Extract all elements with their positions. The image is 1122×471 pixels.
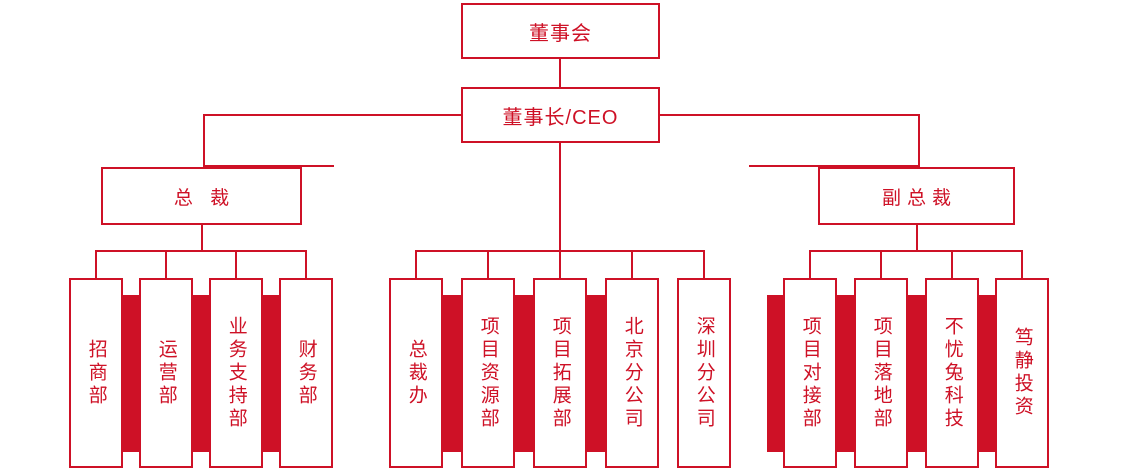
leaf-label: 北京分公司 bbox=[621, 315, 643, 431]
node-vice-president[interactable]: 副总裁 bbox=[818, 167, 1015, 225]
leaf-label: 笃静投资 bbox=[1011, 327, 1033, 419]
connector-ceo-drop-5 bbox=[703, 250, 705, 278]
leaf-label: 项目落地部 bbox=[870, 315, 892, 431]
connector-president-bus bbox=[95, 250, 307, 252]
node-board[interactable]: 董事会 bbox=[461, 3, 660, 59]
connector-ceo-right-drop bbox=[918, 114, 920, 167]
connector-ceo-drop-3 bbox=[559, 250, 561, 278]
leaf-label: 项目对接部 bbox=[799, 315, 821, 431]
node-vice-president-label: 副总裁 bbox=[881, 187, 957, 209]
leaf-label: 深圳分公司 bbox=[693, 315, 715, 431]
connector-board-to-ceo bbox=[559, 59, 561, 87]
connector-ceo-left-arm bbox=[203, 114, 463, 116]
leaf-president-3[interactable]: 财务部 bbox=[279, 278, 333, 468]
connector-ceo-left-drop bbox=[203, 114, 205, 167]
connector-president-drop-3 bbox=[235, 250, 237, 278]
leaf-president-1[interactable]: 运营部 bbox=[139, 278, 193, 468]
connector-vp-drop-2 bbox=[880, 250, 882, 278]
leaf-label: 运营部 bbox=[155, 338, 177, 408]
connector-ceo-drop-1 bbox=[415, 250, 417, 278]
node-board-label: 董事会 bbox=[529, 22, 592, 45]
connector-vp-drop-1 bbox=[809, 250, 811, 278]
connector-ceo-drop-4 bbox=[631, 250, 633, 278]
node-president-label: 总 裁 bbox=[173, 187, 236, 209]
node-president[interactable]: 总 裁 bbox=[101, 167, 302, 225]
leaf-label: 业务支持部 bbox=[225, 315, 247, 431]
leaf-vice-president-2[interactable]: 不忧兔科技 bbox=[925, 278, 979, 468]
connector-vp-drop-3 bbox=[951, 250, 953, 278]
connector-president-inbound bbox=[203, 165, 334, 167]
leaf-ceo-1[interactable]: 项目资源部 bbox=[461, 278, 515, 468]
leaf-president-0[interactable]: 招商部 bbox=[69, 278, 123, 468]
connector-ceo-drop-2 bbox=[487, 250, 489, 278]
leaf-label: 财务部 bbox=[295, 338, 317, 408]
leaf-label: 不忧兔科技 bbox=[941, 315, 963, 431]
connector-president-drop-1 bbox=[95, 250, 97, 278]
connector-president-stem bbox=[201, 225, 203, 252]
connector-president-drop-2 bbox=[165, 250, 167, 278]
leaf-president-2[interactable]: 业务支持部 bbox=[209, 278, 263, 468]
leaf-vice-president-3[interactable]: 笃静投资 bbox=[995, 278, 1049, 468]
leaf-ceo-0[interactable]: 总裁办 bbox=[389, 278, 443, 468]
connector-ceo-right-arm bbox=[658, 114, 920, 116]
leaf-ceo-4[interactable]: 深圳分公司 bbox=[677, 278, 731, 468]
connector-president-drop-4 bbox=[305, 250, 307, 278]
connector-vice-president-inbound bbox=[749, 165, 920, 167]
leaf-label: 项目资源部 bbox=[477, 315, 499, 431]
leaf-label: 总裁办 bbox=[405, 338, 427, 408]
node-ceo-label: 董事长/CEO bbox=[502, 106, 619, 129]
connector-vice-president-bus bbox=[809, 250, 1023, 252]
leaf-vice-president-1[interactable]: 项目落地部 bbox=[854, 278, 908, 468]
leaf-ceo-2[interactable]: 项目拓展部 bbox=[533, 278, 587, 468]
connector-vice-president-stem bbox=[916, 225, 918, 252]
node-ceo[interactable]: 董事长/CEO bbox=[461, 87, 660, 143]
leaf-ceo-3[interactable]: 北京分公司 bbox=[605, 278, 659, 468]
leaf-label: 招商部 bbox=[85, 338, 107, 408]
leaf-label: 项目拓展部 bbox=[549, 315, 571, 431]
connector-ceo-center-stem bbox=[559, 143, 561, 252]
leaf-vice-president-0[interactable]: 项目对接部 bbox=[783, 278, 837, 468]
connector-vp-drop-4 bbox=[1021, 250, 1023, 278]
